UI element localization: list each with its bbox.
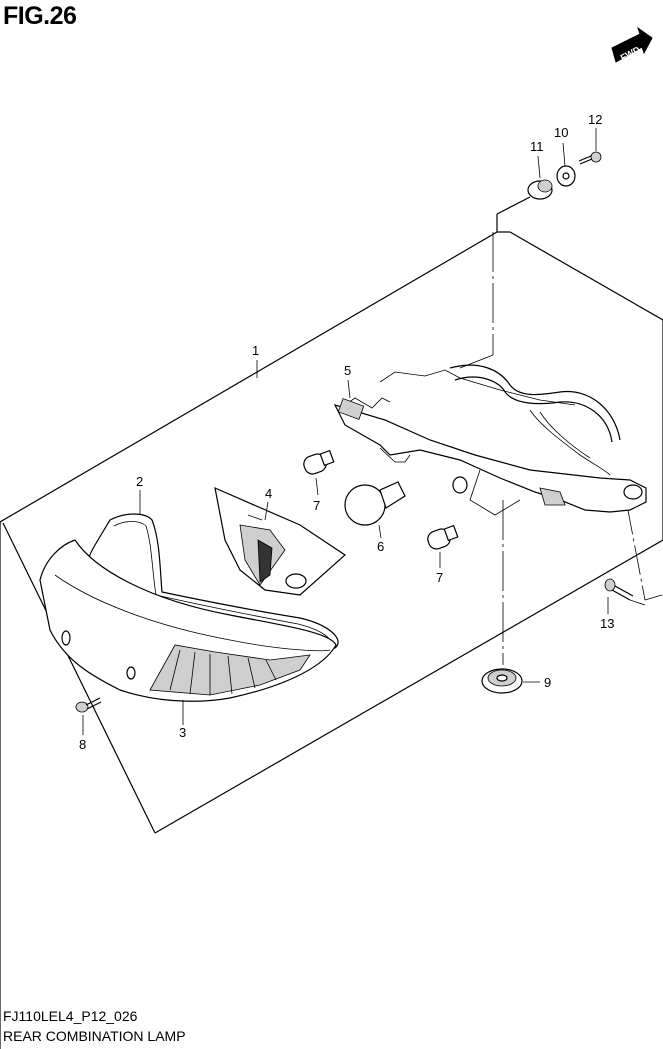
callout-6: 6: [377, 539, 384, 554]
leader-lines: [459, 232, 663, 665]
callout-3: 3: [179, 725, 186, 740]
lamp-housing-part-5: [333, 364, 647, 516]
washer-part-10: [556, 142, 576, 187]
bulb-part-7-upper: [303, 449, 335, 496]
callout-11: 11: [530, 139, 544, 154]
screw-part-8: [75, 697, 102, 735]
callout-8: 8: [79, 737, 86, 752]
reflector-part-4: [214, 486, 346, 596]
callout-9: 9: [544, 675, 551, 690]
forward-arrow-icon: FWD: [611, 26, 653, 63]
bulb-part-6: [344, 481, 406, 539]
screw-part-13: [604, 578, 634, 614]
assembly-boundary: [0, 196, 663, 1049]
grommet-part-11: [527, 155, 553, 200]
figure-title: FIG.26: [3, 2, 77, 30]
callout-4: 4: [265, 486, 272, 501]
callout-7-upper: 7: [313, 498, 320, 513]
grommet-part-9: [481, 668, 540, 694]
diagram-caption: REAR COMBINATION LAMP: [3, 1028, 186, 1044]
diagram-code: FJ110LEL4_P12_026: [3, 1008, 138, 1024]
callout-12: 12: [588, 112, 602, 127]
lens-part-3: [39, 539, 337, 725]
callout-2: 2: [136, 474, 143, 489]
bulb-part-7-lower: [427, 524, 459, 568]
callout-7-lower: 7: [436, 570, 443, 585]
callout-5: 5: [344, 363, 351, 378]
callout-1: 1: [252, 343, 259, 358]
screw-part-12: [578, 128, 602, 165]
callout-13: 13: [600, 616, 614, 631]
callout-10: 10: [554, 125, 568, 140]
